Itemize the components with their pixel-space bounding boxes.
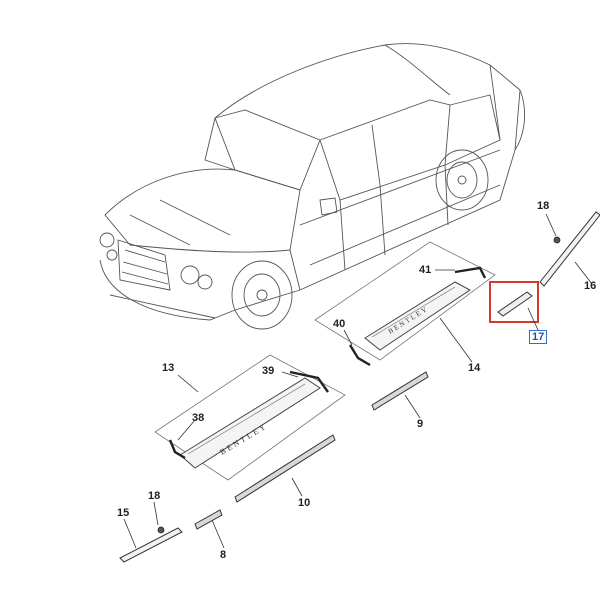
callout-38[interactable]: 38 [192,412,205,424]
callout-13[interactable]: 13 [162,362,175,374]
car-illustration [99,44,525,329]
clip-lower[interactable] [157,526,165,534]
callout-18-upper[interactable]: 18 [537,200,550,212]
front-tread-plate-group-box [155,355,345,480]
callout-17[interactable]: 17 [529,330,548,344]
callout-39[interactable]: 39 [262,365,275,377]
highlight-box [490,282,538,322]
callout-10[interactable]: 10 [298,497,311,509]
front-tread-plate[interactable]: BENTLEY [180,378,320,468]
callout-14[interactable]: 14 [468,362,481,374]
callout-18-lower[interactable]: 18 [148,490,161,502]
callout-41[interactable]: 41 [419,264,432,276]
front-sill-trim-strip[interactable] [235,435,335,502]
front-upper-trim-strip[interactable] [290,372,328,392]
small-trim-strip[interactable] [195,510,222,529]
rear-sill-trim-strip[interactable] [372,372,428,410]
rear-door-emblem-part[interactable] [490,282,538,322]
callout-15[interactable]: 15 [117,507,130,519]
leader-lines [124,214,592,548]
callout-16[interactable]: 16 [584,280,597,292]
callout-9[interactable]: 9 [417,418,424,430]
rear-tread-plate[interactable]: BENTLEY [365,282,470,350]
front-lower-trim-strip[interactable] [170,440,185,458]
rear-tread-plate-group-box [315,242,495,360]
rear-door-moulding[interactable] [540,212,600,286]
clip-upper[interactable] [553,236,561,244]
callout-40[interactable]: 40 [333,318,346,330]
callout-8[interactable]: 8 [220,549,227,561]
rear-upper-trim-strip[interactable] [455,268,485,278]
rear-lower-trim-strip[interactable] [350,345,370,365]
front-door-moulding[interactable] [120,528,182,562]
